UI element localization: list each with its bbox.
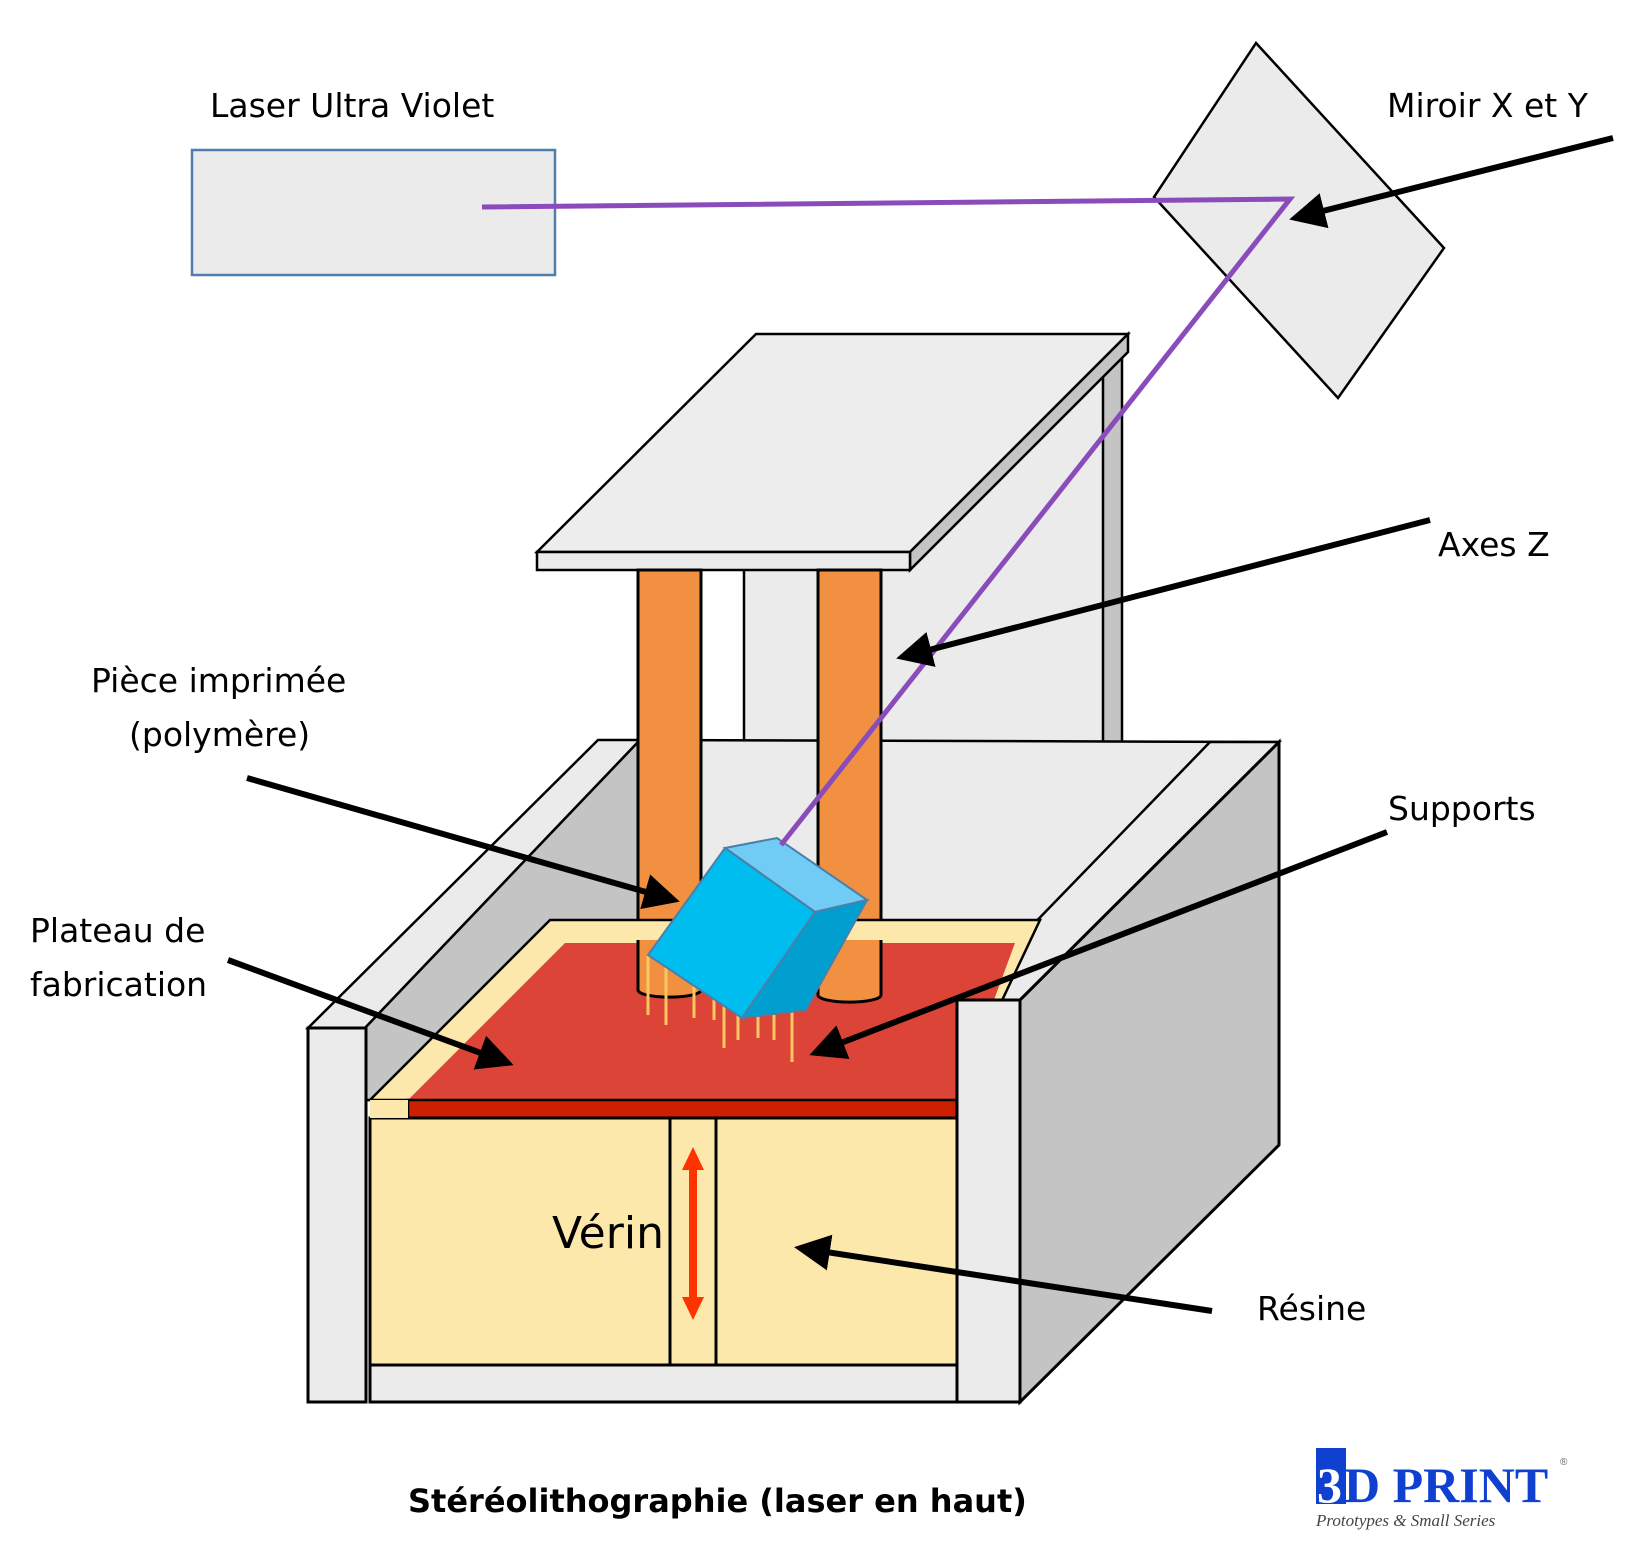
mirror-label: Miroir X et Y bbox=[1387, 86, 1589, 125]
tank-right-side bbox=[1018, 738, 1281, 1406]
supports-label: Supports bbox=[1388, 789, 1536, 828]
tank-right-post bbox=[955, 998, 1022, 1404]
z-axis-arrow bbox=[896, 517, 1431, 667]
platform-arrow bbox=[226, 957, 514, 1070]
printed-part-arrow bbox=[246, 775, 680, 910]
z-housing-side bbox=[1101, 350, 1124, 748]
resin-body-left bbox=[370, 1100, 408, 1118]
tank-bottom-bar bbox=[368, 1363, 959, 1404]
logo-registered: ® bbox=[1560, 1457, 1568, 1468]
tank-left-post bbox=[306, 1026, 368, 1404]
top-plate-edge-front bbox=[535, 550, 912, 572]
resin-body bbox=[368, 1116, 959, 1367]
printed-part-label-line2: (polymère) bbox=[129, 715, 310, 754]
logo: 3 D PRINT ® Prototypes & Small Series bbox=[1315, 1448, 1568, 1530]
z-column-left-bottom bbox=[636, 989, 703, 999]
z-axis-label: Axes Z bbox=[1438, 525, 1550, 564]
laser-box bbox=[190, 148, 557, 277]
z-column-right-bottom bbox=[816, 994, 883, 1004]
laser-label: Laser Ultra Violet bbox=[210, 86, 494, 125]
actuator-label: Vérin bbox=[552, 1208, 664, 1259]
diagram-caption: Stéréolithographie (laser en haut) bbox=[408, 1482, 1027, 1520]
resin-arrow bbox=[794, 1234, 1213, 1314]
logo-subtitle: Prototypes & Small Series bbox=[1315, 1511, 1496, 1530]
printed-part-side bbox=[739, 898, 869, 1020]
platform-label-line2: fabrication bbox=[30, 965, 207, 1004]
mirror-arrow bbox=[1289, 135, 1614, 229]
actuator-arrow-icon bbox=[682, 1147, 704, 1320]
logo-digit: 3 bbox=[1317, 1457, 1342, 1513]
printed-part-label-line1: Pièce imprimée bbox=[91, 661, 346, 700]
resin-label: Résine bbox=[1257, 1289, 1366, 1328]
supports-arrow bbox=[809, 829, 1389, 1059]
platform-label-line1: Plateau de bbox=[30, 911, 205, 950]
build-platform-edge bbox=[406, 1098, 959, 1120]
supports bbox=[646, 955, 794, 1062]
logo-blue-block bbox=[1316, 1448, 1346, 1504]
logo-main-text: D PRINT bbox=[1344, 1457, 1548, 1513]
printed-part bbox=[646, 836, 870, 1020]
